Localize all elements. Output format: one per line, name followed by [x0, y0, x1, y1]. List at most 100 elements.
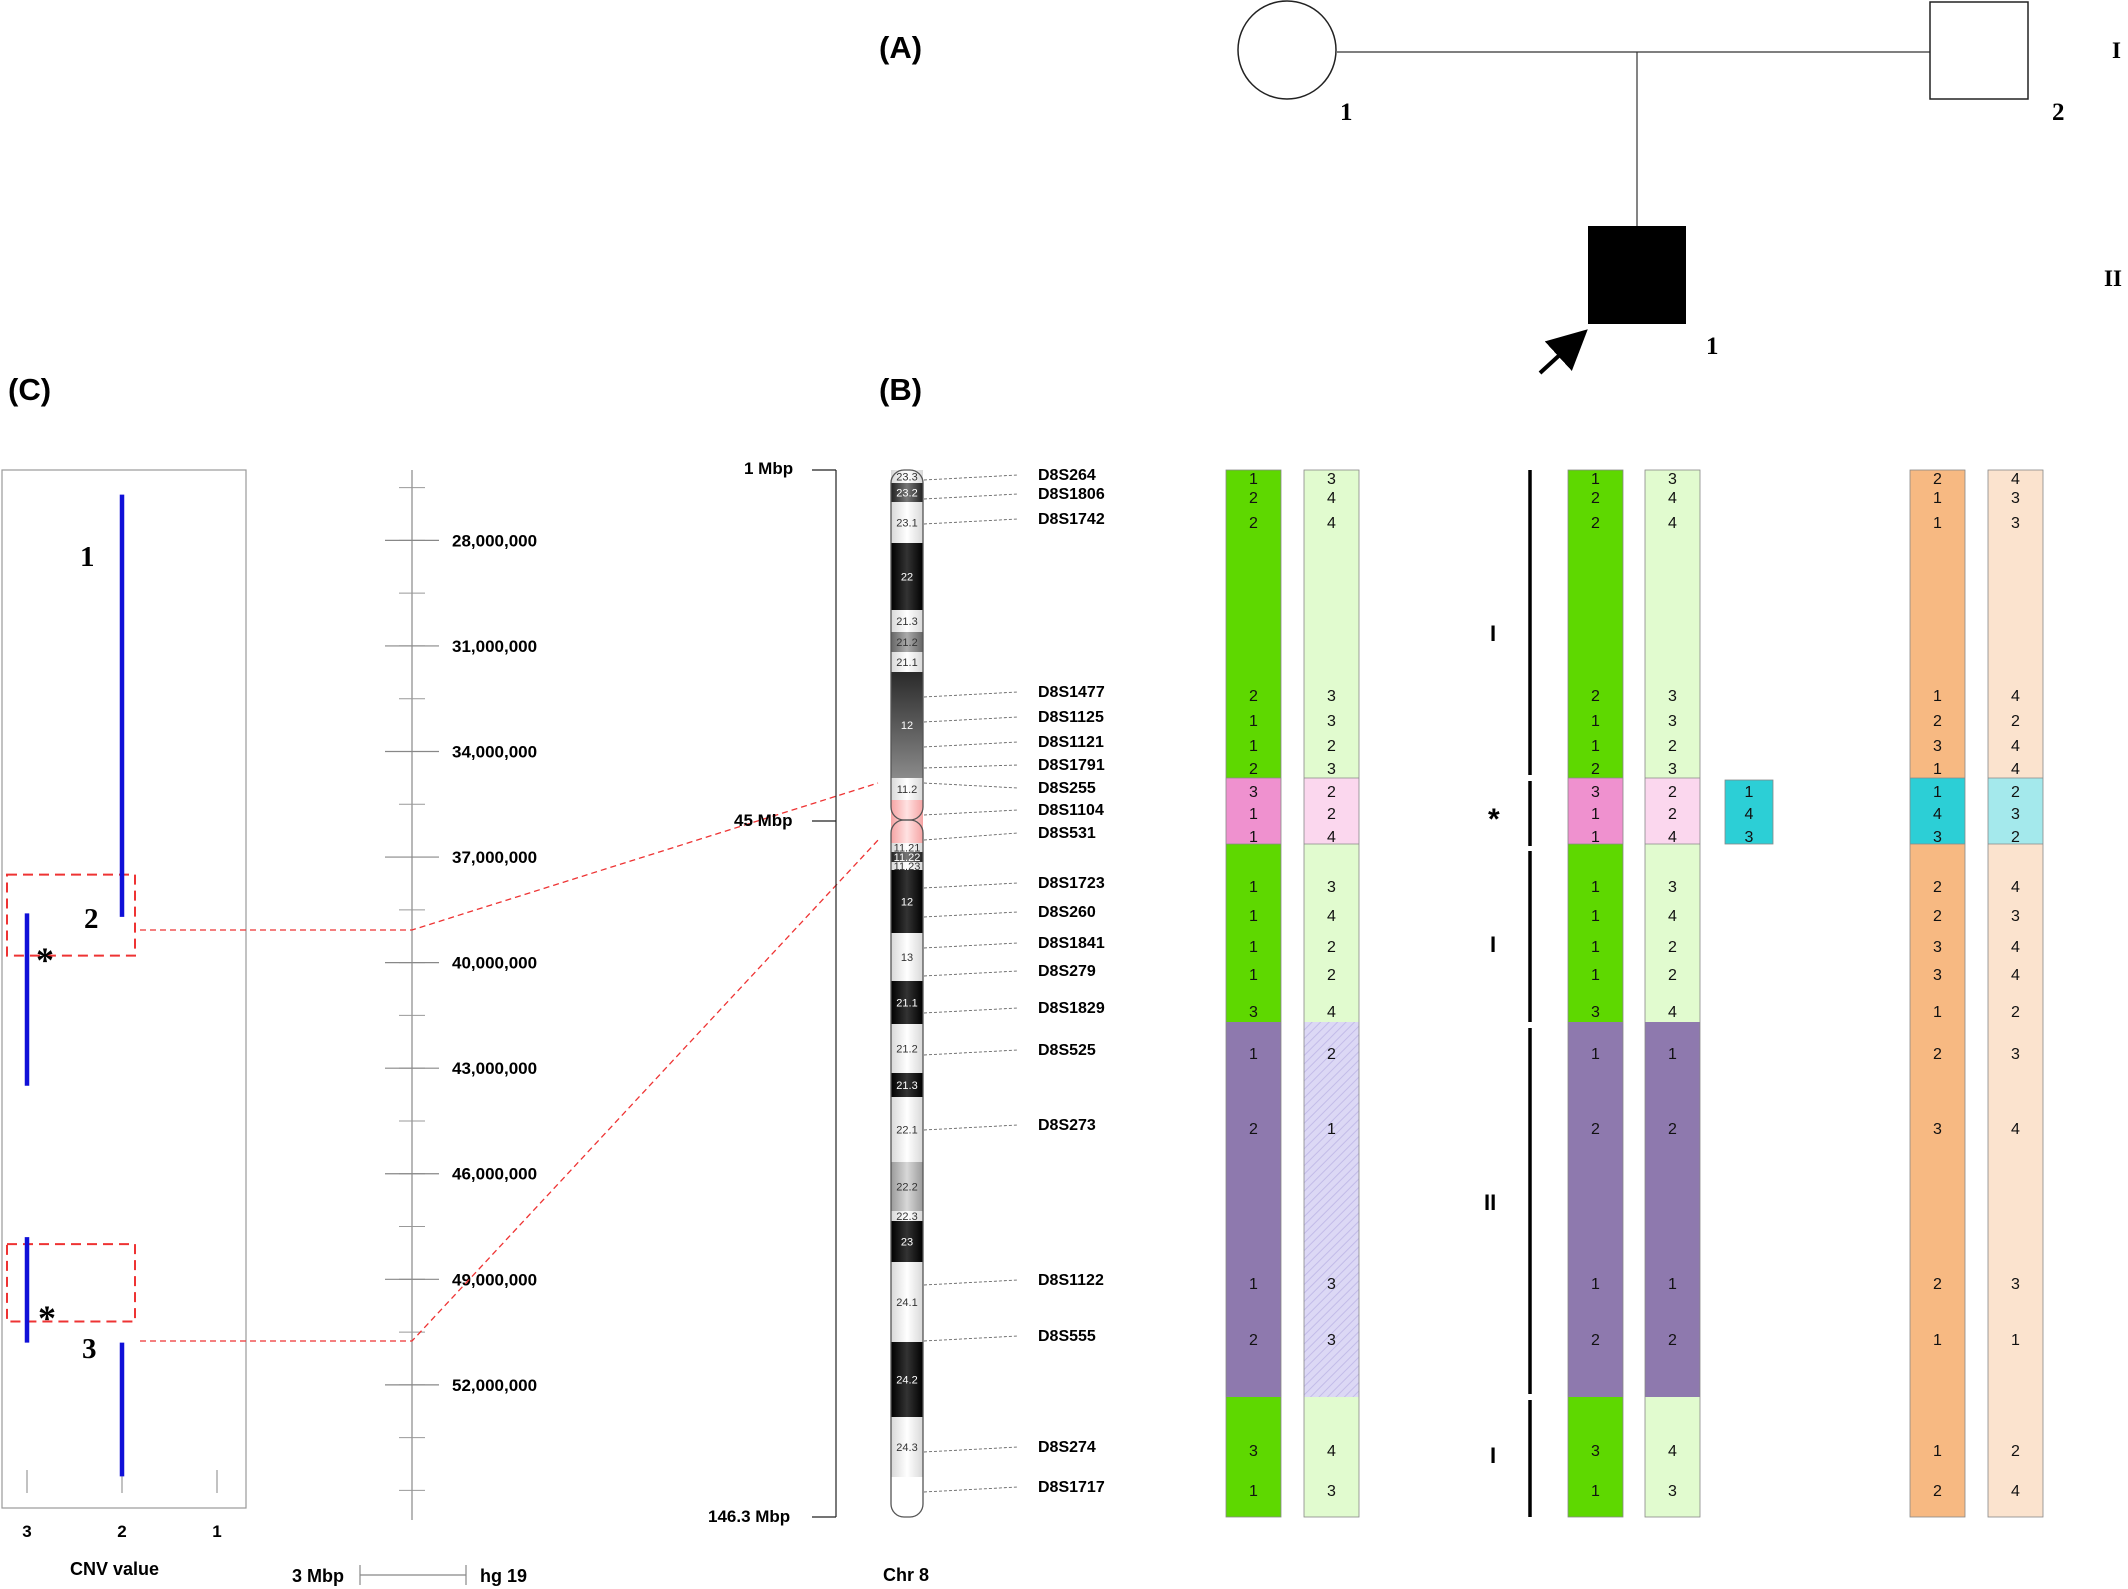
- band-label: 24.3: [896, 1442, 917, 1454]
- position-bottom-label: 146.3 Mbp: [708, 1507, 790, 1526]
- allele-value: 1: [1327, 1121, 1336, 1138]
- individual-i-2-male: [1929, 1, 2029, 100]
- allele-value: 4: [2011, 967, 2020, 984]
- haplotype-segment: [1988, 844, 2043, 1022]
- allele-value: 2: [1249, 1332, 1258, 1349]
- allele-value: 2: [1591, 515, 1600, 532]
- marker-leader-line: [923, 741, 1019, 748]
- allele-value: 3: [1933, 1121, 1942, 1138]
- cnv-x-tick-label: 1: [212, 1522, 221, 1541]
- band-label: 21.3: [896, 616, 917, 628]
- allele-value: 3: [1327, 688, 1336, 705]
- allele-value: 3: [1668, 1483, 1677, 1500]
- marker-leader-line: [923, 1279, 1019, 1286]
- individual-i-1-label: 1: [1340, 99, 1353, 126]
- allele-value: 3: [2011, 1046, 2020, 1063]
- allele-value: 1: [1591, 1276, 1600, 1293]
- chromosome-band: [891, 632, 923, 652]
- haplotype-segment: [1910, 1022, 1965, 1397]
- marker-label: D8S555: [1038, 1328, 1096, 1345]
- band-label: 21.3: [896, 1080, 917, 1092]
- marker-leader-line: [923, 911, 1019, 918]
- haplotype-segment: [1226, 1397, 1281, 1517]
- haplotype-columns: 1222112311111131212313443323224342242133…: [1225, 469, 2044, 1518]
- chromosome-name: Chr 8: [883, 1565, 929, 1585]
- band-label: 22: [901, 572, 913, 584]
- chromosome-ideogram: 23.323.223.12221.321.221.11211.211.2111.…: [890, 469, 924, 1518]
- allele-value: 1: [1591, 879, 1600, 896]
- chromosome-band: [891, 800, 923, 820]
- assembly-label: hg 19: [480, 1566, 527, 1586]
- allele-value: 2: [1668, 806, 1677, 823]
- band-label: 21.2: [896, 1044, 917, 1056]
- allele-value: 3: [1591, 1443, 1600, 1460]
- allele-value: 1: [2011, 1332, 2020, 1349]
- haplotype-segment: [1304, 778, 1359, 844]
- allele-value: 1: [1591, 1483, 1600, 1500]
- allele-value: 4: [2011, 1121, 2020, 1138]
- cnv-star-1: *: [36, 940, 54, 980]
- allele-value: 2: [1327, 784, 1336, 801]
- allele-value: 3: [2011, 490, 2020, 507]
- allele-value: 4: [1933, 806, 1942, 823]
- marker-label: D8S1723: [1038, 875, 1105, 892]
- allele-value: 3: [1668, 688, 1677, 705]
- haplotype-segment: [1645, 1022, 1700, 1397]
- marker-leader-line: [923, 1049, 1019, 1056]
- allele-value: 2: [1933, 1483, 1942, 1500]
- allele-value: 2: [1668, 1332, 1677, 1349]
- allele-value: 4: [1327, 1443, 1336, 1460]
- marker-label: D8S1104: [1038, 802, 1104, 819]
- allele-value: 1: [1591, 1046, 1600, 1063]
- band-label: 11.22: [894, 852, 921, 864]
- marker-label: D8S1742: [1038, 511, 1105, 528]
- haplotype-segment: [1910, 844, 1965, 1022]
- allele-value: 2: [1327, 806, 1336, 823]
- ruler-tick-label: 28,000,000: [452, 531, 537, 550]
- allele-value: 2: [1933, 1276, 1942, 1293]
- region-label-2: I: [1490, 932, 1496, 957]
- cnv-segment-label-1: 1: [80, 541, 95, 573]
- chromosome-band: [891, 852, 923, 862]
- recombinant-allele-box: [1724, 779, 1774, 845]
- allele-value: 2: [1327, 738, 1336, 755]
- allele-value: 2: [1668, 738, 1677, 755]
- allele-value: 2: [2011, 784, 2020, 801]
- allele-value: 4: [1327, 1004, 1336, 1021]
- haplotype-segment: [1645, 470, 1700, 778]
- cnv-segment-label-2: 2: [84, 903, 99, 935]
- allele-value: 4: [1327, 829, 1336, 846]
- allele-value: 2: [1591, 1121, 1600, 1138]
- band-label: 21.2: [896, 637, 917, 649]
- allele-value: 2: [1933, 908, 1942, 925]
- allele-value: 1: [1249, 908, 1258, 925]
- allele-value: 2: [1668, 784, 1677, 801]
- allele-value: 4: [2011, 1483, 2020, 1500]
- allele-value: 2: [1249, 515, 1258, 532]
- allele-value: 3: [1249, 1443, 1258, 1460]
- chromosome-band: [891, 502, 923, 543]
- allele-value: 3: [1933, 829, 1942, 846]
- marker-label: D8S1806: [1038, 486, 1105, 503]
- allele-value: 2: [1327, 939, 1336, 956]
- chromosome-band: [891, 1417, 923, 1477]
- band-label: 12: [901, 720, 913, 732]
- band-label: 13: [901, 952, 913, 964]
- allele-value: 1: [1249, 713, 1258, 730]
- zoom-connector-lines: [140, 782, 881, 1342]
- band-label: 22.3: [896, 1211, 917, 1223]
- chromosome-band: [891, 843, 923, 852]
- marker-leader-line: [923, 942, 1019, 949]
- allele-value: 4: [2011, 879, 2020, 896]
- haplotype-segment: [1568, 1397, 1623, 1517]
- chromosome-band: [891, 1024, 923, 1073]
- haplotype-segment: [1568, 844, 1623, 1022]
- allele-value: 1: [1249, 806, 1258, 823]
- band-label: 23.3: [896, 472, 917, 484]
- marker-label: D8S279: [1038, 963, 1096, 980]
- allele-value: 1: [1933, 1443, 1942, 1460]
- marker-leader-line: [923, 518, 1019, 525]
- zoom-line-bottom: [140, 837, 881, 1342]
- allele-value: 4: [2011, 471, 2020, 488]
